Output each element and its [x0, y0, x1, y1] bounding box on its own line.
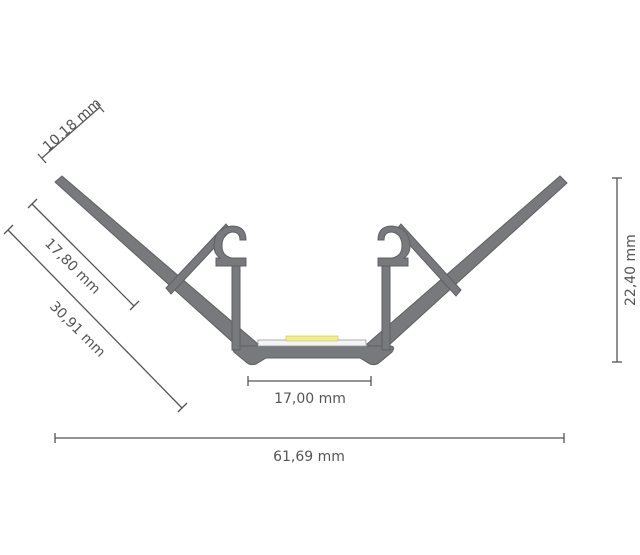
dimension-tick — [3, 224, 14, 235]
dimension-total-height: 22,40 mm — [612, 177, 639, 363]
right-brace — [395, 223, 462, 297]
right-inner-wall — [381, 261, 391, 351]
dimension-height-outer: 30,91 mm — [3, 224, 188, 413]
dimension-tick — [95, 102, 105, 113]
dimension-label: 61,69 mm — [273, 449, 345, 465]
left-inner-wall — [231, 261, 241, 351]
led-strip — [257, 335, 367, 347]
dimension-tick — [27, 198, 38, 209]
dimension-line — [31, 203, 135, 307]
dimension-line — [41, 106, 101, 159]
aluminium-profile — [54, 175, 568, 366]
dimension-tick — [129, 300, 140, 311]
left-hook — [213, 225, 247, 267]
dimension-label: 22,40 mm — [623, 234, 639, 306]
dimension-label: 17,00 mm — [274, 391, 346, 407]
dimension-tick — [37, 153, 47, 164]
dimension-line — [7, 229, 183, 409]
right-hook — [377, 225, 411, 267]
dimension-top-width: 10,18 mm — [37, 95, 105, 164]
dimension-label: 30,91 mm — [46, 299, 108, 361]
dimension-label: 10,18 mm — [40, 95, 104, 155]
dimension-tick — [177, 402, 188, 413]
dimension-height-inner: 17,80 mm — [27, 198, 140, 311]
led-chip — [285, 335, 339, 342]
dimension-total-width: 61,69 mm — [54, 433, 565, 465]
profile-base — [231, 345, 395, 366]
dimension-base-width: 17,00 mm — [247, 376, 372, 407]
